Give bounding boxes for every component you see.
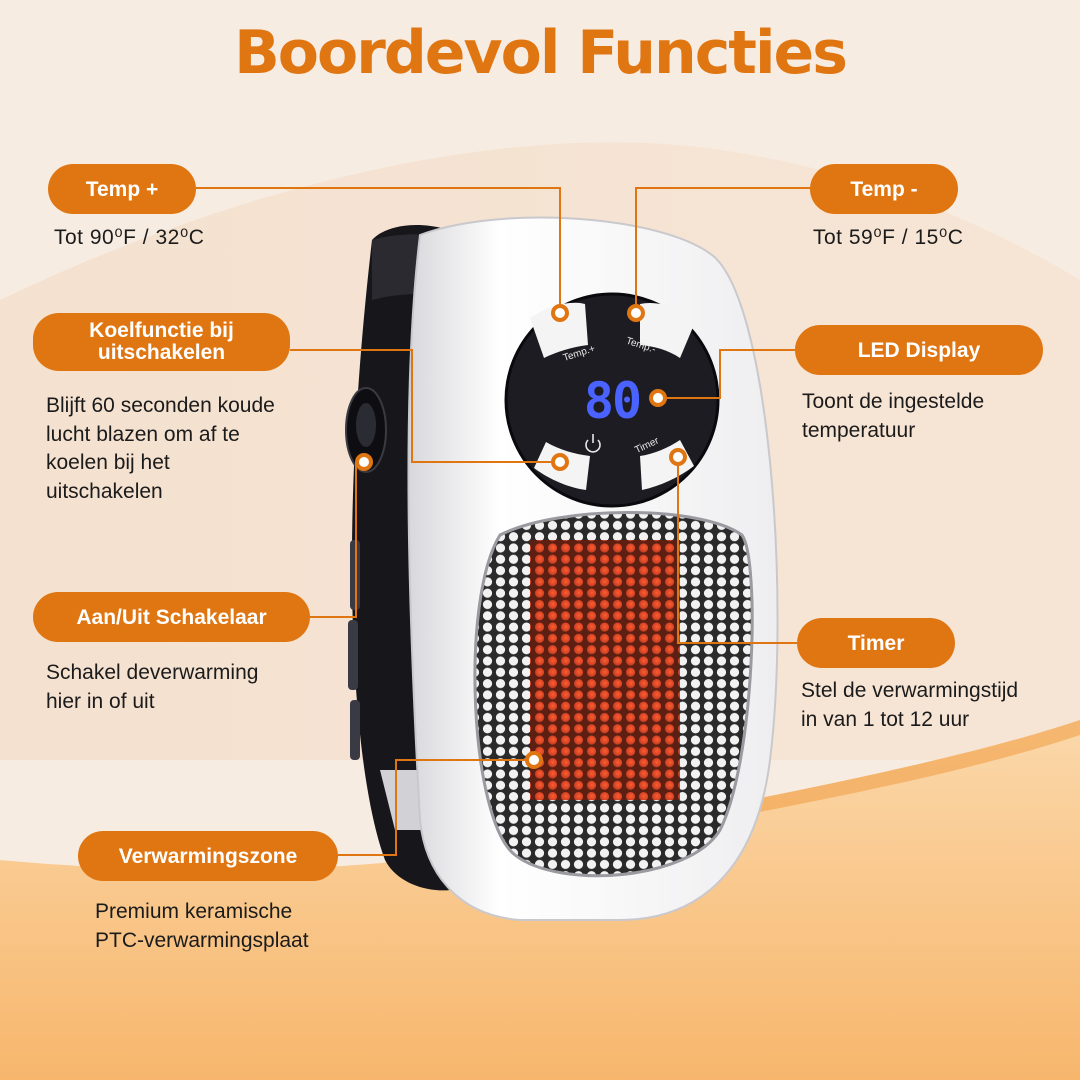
- desc-temp-plus: Tot 90⁰F / 32⁰C: [54, 226, 205, 249]
- label-heating-zone: Verwarmingszone: [78, 831, 338, 881]
- label-temp-plus: Temp +: [48, 164, 196, 214]
- label-timer: Timer: [797, 618, 955, 668]
- label-led-display: LED Display: [795, 325, 1043, 375]
- power-icon[interactable]: [585, 434, 601, 453]
- desc-heating-zone: Premium keramische PTC-verwarmingsplaat: [95, 900, 309, 952]
- desc-led-display: Toont de ingestelde temperatuur: [802, 390, 985, 442]
- label-temp-minus: Temp -: [810, 164, 958, 214]
- page-title: Boordevol Functies: [234, 18, 848, 88]
- led-readout: 80: [584, 372, 640, 430]
- desc-power-switch: Schakel deverwarming hier in of uit: [46, 661, 259, 713]
- desc-timer: Stel de verwarmingstijd in van 1 tot 12 …: [801, 679, 1019, 731]
- label-power-switch: Aan/Uit Schakelaar: [33, 592, 310, 642]
- label-cooling: Koelfunctie bij uitschakelen: [33, 313, 290, 371]
- desc-cooling: Blijft 60 seconden koude lucht blazen om…: [46, 394, 275, 503]
- desc-temp-minus: Tot 59⁰F / 15⁰C: [813, 226, 964, 249]
